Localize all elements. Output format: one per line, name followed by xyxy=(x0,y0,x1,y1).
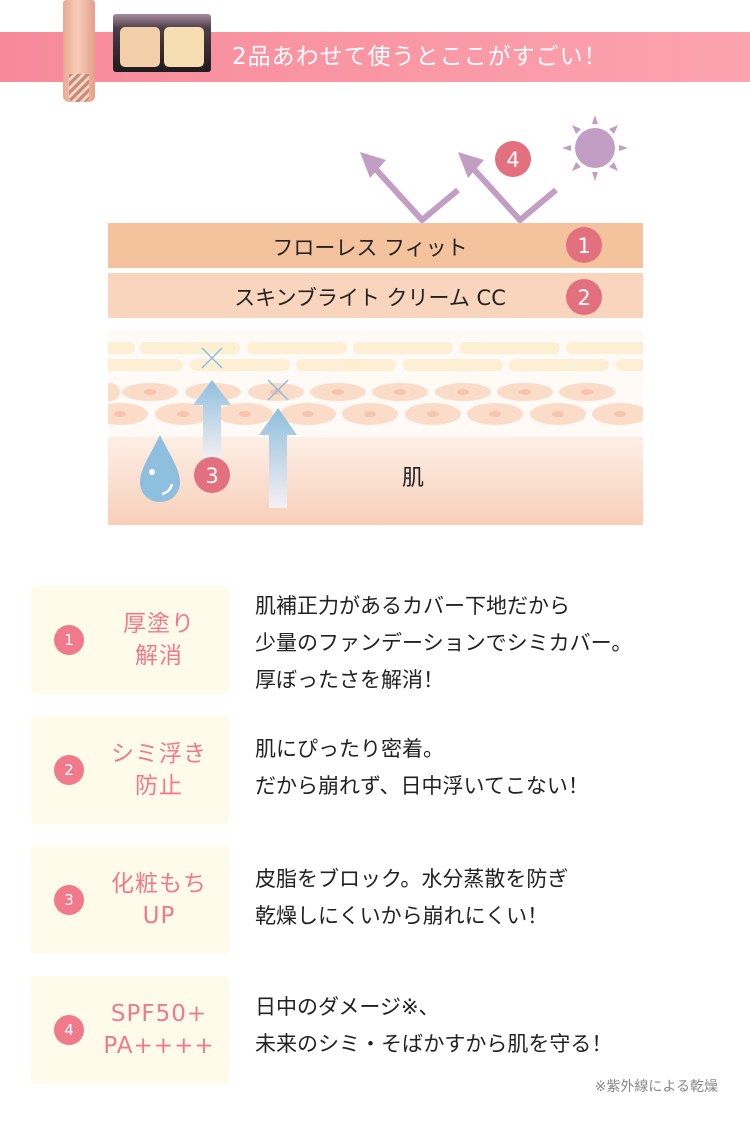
card-number-badge: 1 xyxy=(54,625,84,655)
sun-icon xyxy=(562,115,628,181)
badge-2 xyxy=(566,279,602,315)
arrow-head-icon xyxy=(360,152,484,178)
footnote: ※紫外線による乾燥 xyxy=(594,1079,718,1095)
card-label: 厚塗り解消 xyxy=(123,611,195,669)
card-description: 日中のダメージ※、未来のシミ・そばかすから肌を守る！ xyxy=(255,995,613,1056)
badge-3 xyxy=(194,457,230,493)
badge-2-text: 2 xyxy=(577,286,590,310)
compact-pan xyxy=(164,27,204,67)
card-label: シミ浮き防止 xyxy=(111,741,207,799)
card-description: 皮脂をブロック。水分蒸散を防ぎ乾燥しにくいから崩れにくい！ xyxy=(255,867,569,928)
blocked-x-icon xyxy=(201,347,289,401)
water-drop-icon xyxy=(140,435,180,502)
badge-1-text: 1 xyxy=(577,234,590,258)
benefit-card-1: 1 厚塗り解消 xyxy=(31,586,229,694)
foundation-compact-image xyxy=(113,14,211,72)
badge-4 xyxy=(495,141,531,177)
benefit-card-2: 2 シミ浮き防止 xyxy=(31,716,229,824)
badge-1 xyxy=(566,227,602,263)
skin-layer-diagram: 4 フローレス フィット 1 スキンブライト クリーム CC 2 3 xyxy=(108,115,643,525)
moisture-arrow-icon xyxy=(193,380,297,508)
compact-pan xyxy=(120,27,160,67)
card-description: 肌補正力があるカバー下地だから少量のファンデーションでシミカバー。厚ぼったさを解… xyxy=(255,594,633,692)
badge-3-text: 3 xyxy=(205,464,218,488)
badge-4-text: 4 xyxy=(506,148,519,172)
layer-flawless-fit xyxy=(108,223,643,268)
skin-label: 肌 xyxy=(402,466,424,491)
benefit-card-4: 4 SPF50+PA++++ xyxy=(31,976,229,1084)
card-number-badge: 3 xyxy=(54,885,84,915)
banner-title: 2品あわせて使うとここがすごい！ xyxy=(232,44,608,70)
card-label: SPF50+PA++++ xyxy=(103,1001,215,1059)
skin-cross-section xyxy=(108,330,643,525)
layer-2-label: スキンブライト クリーム CC xyxy=(234,286,506,310)
layer-skin-bright-cc xyxy=(108,273,643,318)
card-number-badge: 4 xyxy=(54,1015,84,1045)
card-description: 肌にぴったり密着。だから崩れず、日中浮いてこない！ xyxy=(255,737,589,798)
card-number-badge: 2 xyxy=(54,755,84,785)
layer-1-label: フローレス フィット xyxy=(272,236,467,260)
primer-tube-image xyxy=(63,0,95,102)
uv-reflection-arrows xyxy=(369,162,558,225)
